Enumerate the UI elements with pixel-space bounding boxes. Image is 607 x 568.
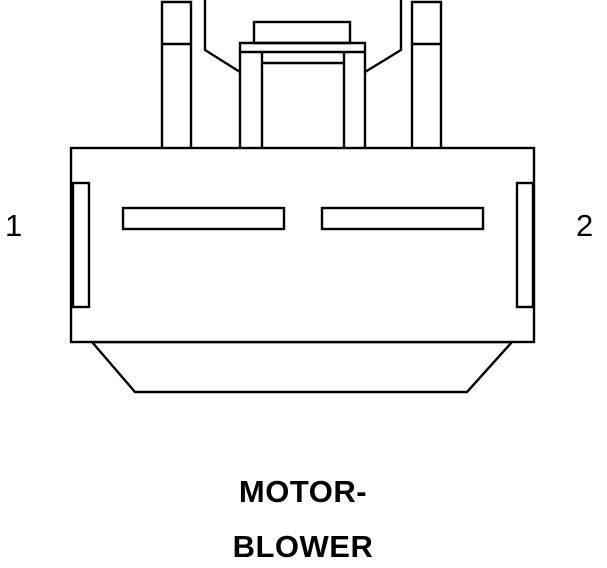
left-side-rib bbox=[71, 181, 91, 309]
connector-bottom-skirt bbox=[89, 340, 515, 394]
latch-right-leg bbox=[410, 0, 443, 148]
right-side-rib bbox=[515, 181, 535, 309]
latch-funnel-right bbox=[364, 0, 403, 74]
connector-body bbox=[69, 146, 536, 344]
terminal-slot-2 bbox=[320, 206, 485, 231]
caption-line-2: BLOWER bbox=[233, 529, 374, 564]
latch-left-leg bbox=[160, 0, 193, 148]
latch-top-box bbox=[252, 20, 352, 45]
latch-center-tab bbox=[238, 41, 367, 148]
caption-line-1: MOTOR- bbox=[239, 474, 367, 509]
pin-label-1: 1 bbox=[5, 208, 22, 243]
terminal-slot-1 bbox=[121, 206, 286, 231]
pin-label-2: 2 bbox=[576, 208, 593, 243]
latch-funnel-left bbox=[203, 0, 241, 74]
connector-latch bbox=[160, 0, 443, 148]
